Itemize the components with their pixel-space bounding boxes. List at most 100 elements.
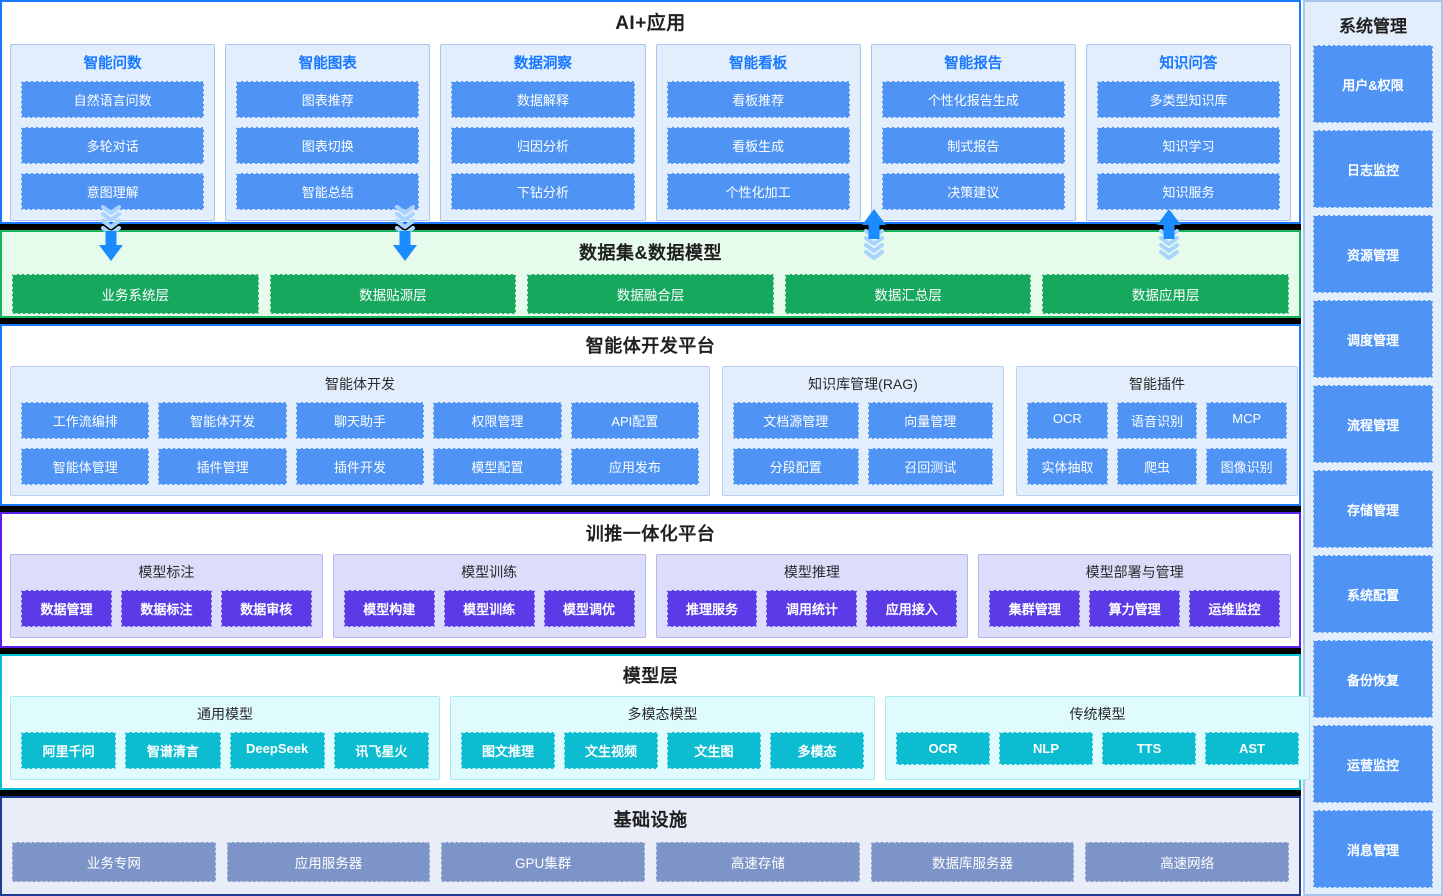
chip-item[interactable]: 智能体管理 — [21, 448, 150, 485]
chip-item[interactable]: 文生视频 — [564, 732, 658, 769]
chip-item[interactable]: 制式报告 — [881, 127, 1065, 164]
chip-item[interactable]: 数据应用层 — [1042, 274, 1289, 314]
chip-item[interactable]: 数据汇总层 — [784, 274, 1032, 314]
chip-item[interactable]: 插件管理 — [158, 448, 287, 485]
sidebar-item-user-permission[interactable]: 用户&权限 — [1313, 45, 1433, 123]
sidebar-item-backup-restore[interactable]: 备份恢复 — [1313, 640, 1433, 718]
chip-item[interactable]: 知识服务 — [1096, 173, 1281, 210]
chip-item[interactable]: 模型调优 — [543, 590, 635, 627]
chip-item[interactable]: 智能体开发 — [158, 402, 287, 439]
chip-item[interactable]: 智能总结 — [236, 173, 420, 210]
panel-traditional-models[interactable]: 传统模型 OCR NLP TTS AST — [885, 696, 1310, 780]
chip-item[interactable]: 召回测试 — [867, 448, 993, 485]
chip-item[interactable]: DeepSeek — [229, 732, 325, 769]
chip-item[interactable]: 模型训练 — [443, 590, 535, 627]
chip-item[interactable]: 阿里千问 — [21, 732, 117, 769]
chip-item[interactable]: 图文推理 — [461, 732, 555, 769]
chip-item[interactable]: 多轮对话 — [21, 127, 205, 164]
chip-item[interactable]: 推理服务 — [666, 590, 758, 627]
panel-title: 智能图表 — [298, 56, 357, 72]
chip-item[interactable]: 数据融合层 — [527, 274, 774, 314]
panel-model-training[interactable]: 模型训练 模型构建 模型训练 模型调优 — [332, 554, 646, 638]
sidebar-item-storage-mgmt[interactable]: 存储管理 — [1313, 470, 1433, 548]
chip-item[interactable]: GPU集群 — [441, 842, 646, 882]
chip-item[interactable]: 爬虫 — [1116, 448, 1198, 485]
chip-item[interactable]: 工作流编排 — [21, 402, 150, 439]
chip-item[interactable]: 知识学习 — [1096, 127, 1281, 164]
chip-item[interactable]: 图像识别 — [1206, 448, 1288, 485]
chip-item[interactable]: 聊天助手 — [295, 402, 425, 439]
chip-item[interactable]: 文档源管理 — [733, 402, 859, 439]
chip-item[interactable]: API配置 — [570, 402, 700, 439]
chip-item[interactable]: 数据审核 — [220, 590, 312, 627]
chip-item[interactable]: 归因分析 — [451, 127, 635, 164]
panel-model-annotation[interactable]: 模型标注 数据管理 数据标注 数据审核 — [10, 554, 323, 638]
chip-item[interactable]: 实体抽取 — [1027, 448, 1108, 485]
chip-item[interactable]: 业务系统层 — [12, 274, 259, 314]
chip-item[interactable]: 运维监控 — [1189, 590, 1281, 627]
chip-item[interactable]: 个性化报告生成 — [881, 81, 1065, 118]
chip-item[interactable]: 模型构建 — [343, 590, 435, 627]
panel-data-insight[interactable]: 数据洞察 数据解释 归因分析 下钻分析 — [440, 44, 646, 221]
panel-general-models[interactable]: 通用模型 阿里千问 智谱清言 DeepSeek 讯飞星火 — [10, 696, 440, 780]
chip-item[interactable]: 多模态 — [770, 732, 864, 769]
chip-item[interactable]: 决策建议 — [881, 173, 1065, 210]
chip-item[interactable]: 看板生成 — [666, 127, 850, 164]
chip-item[interactable]: 调用统计 — [766, 590, 858, 627]
chip-item[interactable]: AST — [1205, 732, 1299, 765]
chip-item[interactable]: 集群管理 — [989, 590, 1081, 627]
chip-item[interactable]: 应用发布 — [570, 448, 700, 485]
panel-multimodal-models[interactable]: 多模态模型 图文推理 文生视频 文生图 多模态 — [450, 696, 875, 780]
chip-item[interactable]: 数据标注 — [120, 590, 212, 627]
chip-item[interactable]: 看板推荐 — [666, 81, 850, 118]
chip-item[interactable]: 分段配置 — [733, 448, 859, 485]
chip-item[interactable]: 多类型知识库 — [1096, 81, 1281, 118]
panel-knowledge-qa[interactable]: 知识问答 多类型知识库 知识学习 知识服务 — [1085, 44, 1292, 221]
chip-item[interactable]: OCR — [1027, 402, 1108, 439]
sidebar-item-system-config[interactable]: 系统配置 — [1313, 555, 1433, 633]
sidebar-item-process-mgmt[interactable]: 流程管理 — [1313, 385, 1433, 463]
chip-item[interactable]: 下钻分析 — [451, 173, 635, 210]
chip-item[interactable]: 模型配置 — [433, 448, 562, 485]
chip-item[interactable]: 业务专网 — [12, 842, 216, 882]
chip-item[interactable]: 自然语言问数 — [21, 81, 205, 118]
chip-item[interactable]: 个性化加工 — [666, 173, 850, 210]
chip-item[interactable]: 应用服务器 — [226, 842, 431, 882]
chip-item[interactable]: OCR — [896, 732, 990, 765]
panel-agent-development[interactable]: 智能体开发 工作流编排 智能体开发 聊天助手 权限管理 API配置 智能体管理 … — [10, 366, 710, 496]
sidebar-item-log-monitor[interactable]: 日志监控 — [1313, 130, 1433, 208]
chip-item[interactable]: 意图理解 — [21, 173, 205, 210]
chip-item[interactable]: 讯飞星火 — [333, 732, 429, 769]
sidebar-item-schedule-mgmt[interactable]: 调度管理 — [1313, 300, 1433, 378]
chip-item[interactable]: 文生图 — [667, 732, 761, 769]
panel-intelligent-dashboard[interactable]: 智能看板 看板推荐 看板生成 个性化加工 — [655, 44, 861, 221]
chip-item[interactable]: 数据管理 — [21, 590, 112, 627]
chip-item[interactable]: 高速网络 — [1085, 842, 1290, 882]
chip-item[interactable]: 数据解释 — [451, 81, 635, 118]
chip-item[interactable]: MCP — [1206, 402, 1288, 439]
chip-item[interactable]: TTS — [1102, 732, 1196, 765]
chip-item[interactable]: 图表推荐 — [236, 81, 420, 118]
chip-item[interactable]: NLP — [999, 732, 1093, 765]
chip-item[interactable]: 算力管理 — [1089, 590, 1181, 627]
panel-model-inference[interactable]: 模型推理 推理服务 调用统计 应用接入 — [655, 554, 969, 638]
chip-item[interactable]: 插件开发 — [295, 448, 425, 485]
panel-intelligent-report[interactable]: 智能报告 个性化报告生成 制式报告 决策建议 — [870, 44, 1076, 221]
panel-knowledge-base-rag[interactable]: 知识库管理(RAG) 文档源管理 向量管理 分段配置 召回测试 — [722, 366, 1004, 496]
chip-item[interactable]: 权限管理 — [433, 402, 562, 439]
panel-intelligent-chart[interactable]: 智能图表 图表推荐 图表切换 智能总结 — [225, 44, 431, 221]
sidebar-item-message-mgmt[interactable]: 消息管理 — [1313, 810, 1433, 888]
chip-item[interactable]: 智谱清言 — [125, 732, 221, 769]
chip-item[interactable]: 语音识别 — [1116, 402, 1198, 439]
chip-item[interactable]: 图表切换 — [236, 127, 420, 164]
panel-intelligent-plugins[interactable]: 智能插件 OCR 语音识别 MCP 实体抽取 爬虫 图像识别 — [1016, 366, 1298, 496]
panel-model-deployment[interactable]: 模型部署与管理 集群管理 算力管理 运维监控 — [978, 554, 1291, 638]
sidebar-item-resource-mgmt[interactable]: 资源管理 — [1313, 215, 1433, 293]
sidebar-item-ops-monitor[interactable]: 运营监控 — [1313, 725, 1433, 803]
chip-item[interactable]: 数据贴源层 — [269, 274, 517, 314]
chip-item[interactable]: 数据库服务器 — [870, 842, 1075, 882]
panel-intelligent-query[interactable]: 智能问数 自然语言问数 多轮对话 意图理解 — [10, 44, 216, 221]
chip-item[interactable]: 向量管理 — [867, 402, 993, 439]
chip-item[interactable]: 高速存储 — [656, 842, 860, 882]
chip-item[interactable]: 应用接入 — [866, 590, 958, 627]
